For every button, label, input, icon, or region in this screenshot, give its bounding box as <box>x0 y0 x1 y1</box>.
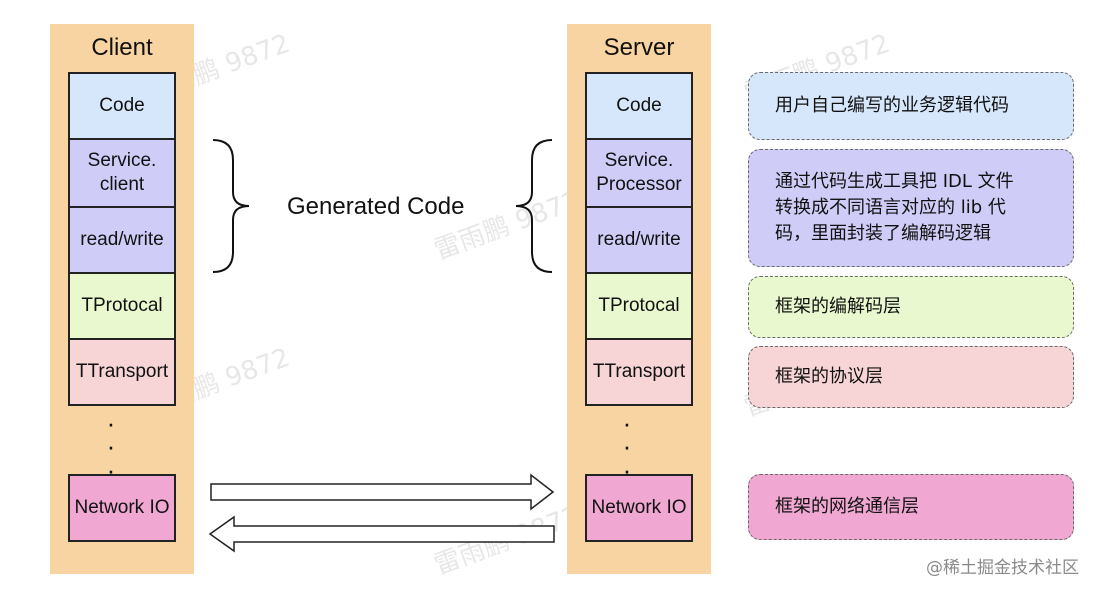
server-protocol-layer: TProtocal <box>585 272 693 340</box>
transport-description: 框架的协议层 <box>748 346 1074 408</box>
client-protocol-layer: TProtocal <box>68 272 176 340</box>
left-curly-brace <box>212 139 250 273</box>
server-network-layer: Network IO <box>585 474 693 542</box>
right-curly-brace <box>515 139 553 273</box>
server-service-layer: Service. Processor <box>585 138 693 208</box>
protocol-description: 框架的编解码层 <box>748 276 1074 338</box>
code-description: 用户自己编写的业务逻辑代码 <box>748 72 1074 140</box>
client-ellipsis: ··· <box>106 408 116 485</box>
arrow-left <box>208 515 555 553</box>
footer-credit: @稀土掘金技术社区 <box>926 558 1079 578</box>
server-ellipsis: ··· <box>622 408 632 485</box>
generated-code-label: Generated Code <box>287 193 465 220</box>
client-transport-layer: TTransport <box>68 338 176 406</box>
server-readwrite-layer: read/write <box>585 206 693 274</box>
client-title: Client <box>91 34 153 61</box>
client-code-layer: Code <box>68 72 176 140</box>
server-code-layer: Code <box>585 72 693 140</box>
client-readwrite-layer: read/write <box>68 206 176 274</box>
client-network-layer: Network IO <box>68 474 176 542</box>
network-description: 框架的网络通信层 <box>748 474 1074 540</box>
server-transport-layer: TTransport <box>585 338 693 406</box>
idl-description: 通过代码生成工具把 IDL 文件 转换成不同语言对应的 lib 代 码，里面封装… <box>748 149 1074 267</box>
server-title: Server <box>603 34 675 61</box>
client-service-layer: Service. client <box>68 138 176 208</box>
arrow-right <box>210 473 555 511</box>
